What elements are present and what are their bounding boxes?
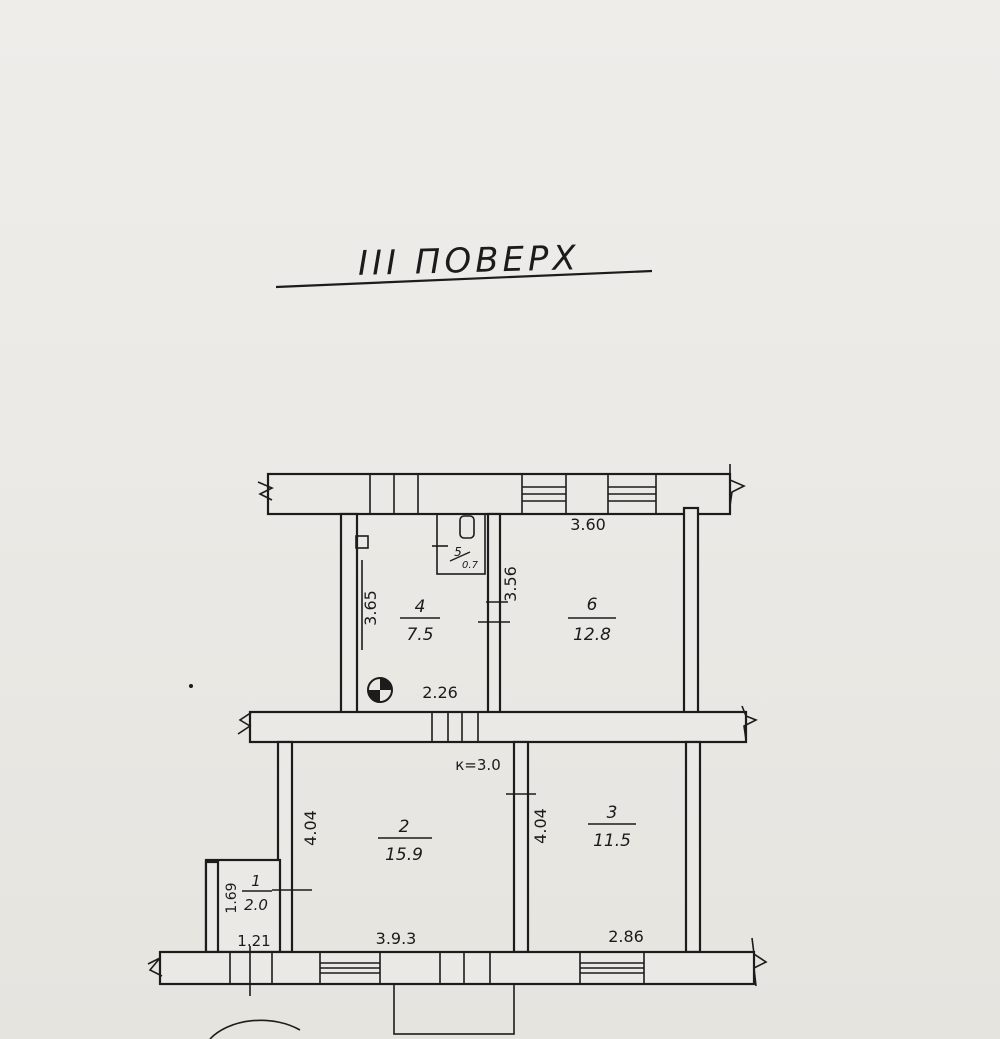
room4-number: 4 bbox=[415, 597, 426, 617]
lower-right-wall bbox=[684, 740, 702, 954]
room2-number: 2 bbox=[399, 817, 410, 837]
room-label-5: 5 0.7 bbox=[449, 545, 479, 571]
dim-room1-width: 1.21 bbox=[237, 932, 270, 950]
upper-right-wall bbox=[682, 506, 700, 716]
middle-wall-door bbox=[431, 711, 479, 743]
dim-corridor-height: к=3.0 bbox=[455, 756, 500, 774]
top-wall-break-left bbox=[257, 481, 274, 501]
bottom-wall-break-left bbox=[147, 957, 163, 977]
room-label-3: 3 11.5 bbox=[588, 803, 636, 851]
room-label-1: 1 2.0 bbox=[242, 872, 272, 914]
room3-number: 3 bbox=[607, 803, 618, 823]
stray-dot bbox=[189, 684, 193, 688]
bottom-exterior-wall bbox=[158, 950, 756, 986]
entrance-porch bbox=[393, 983, 515, 1035]
title-underline bbox=[275, 269, 653, 289]
top-window-2 bbox=[607, 473, 657, 515]
meter-icon bbox=[355, 535, 369, 549]
middle-wall bbox=[248, 710, 748, 744]
room6-number: 6 bbox=[587, 595, 598, 615]
dim-room1-height: 1.69 bbox=[224, 882, 240, 913]
room4-room6-partition bbox=[486, 512, 502, 716]
bottom-window-1 bbox=[319, 951, 381, 985]
room1-left-wall bbox=[204, 860, 220, 954]
dim-room6-height: 3.56 bbox=[501, 566, 520, 602]
bottom-window-2 bbox=[579, 951, 645, 985]
room6-area: 12.8 bbox=[573, 625, 611, 645]
room4-area: 7.5 bbox=[406, 625, 433, 645]
top-window-1 bbox=[521, 473, 567, 515]
room-label-6: 6 12.8 bbox=[568, 595, 616, 645]
dim-top-right-width: 3.60 bbox=[570, 515, 606, 534]
dim-room2-width: 3.9.3 bbox=[376, 929, 417, 948]
room5-area: 0.7 bbox=[462, 560, 479, 571]
dim-room2-height: 4.04 bbox=[301, 810, 320, 846]
dim-room4-width: 2.26 bbox=[422, 683, 458, 702]
toilet-icon bbox=[459, 515, 475, 539]
middle-wall-break-left bbox=[237, 711, 253, 735]
floor-title: ІІІ ПОВЕРХ bbox=[357, 238, 580, 284]
room2-area: 15.9 bbox=[385, 845, 423, 865]
room4-left-wall bbox=[339, 512, 359, 716]
middle-wall-break-right bbox=[741, 705, 758, 741]
dim-room3-height: 4.04 bbox=[531, 808, 550, 844]
room-label-2: 2 15.9 bbox=[378, 817, 432, 865]
dim-room3-width: 2.86 bbox=[608, 927, 644, 946]
room1-area: 2.0 bbox=[244, 896, 268, 914]
room5-outline bbox=[436, 513, 486, 575]
room3-area: 11.5 bbox=[593, 831, 631, 851]
top-wall-break-right bbox=[729, 464, 746, 507]
dim-room4-height: 3.65 bbox=[361, 590, 380, 626]
boiler-icon bbox=[367, 677, 393, 703]
room1-number: 1 bbox=[251, 872, 261, 890]
top-exterior-wall bbox=[266, 472, 732, 516]
bottom-wall-break-right bbox=[751, 937, 768, 987]
room2-room3-partition bbox=[512, 740, 530, 954]
room-label-4: 4 7.5 bbox=[400, 597, 440, 645]
room5-number: 5 bbox=[454, 545, 462, 559]
stair-arc bbox=[209, 1019, 301, 1039]
